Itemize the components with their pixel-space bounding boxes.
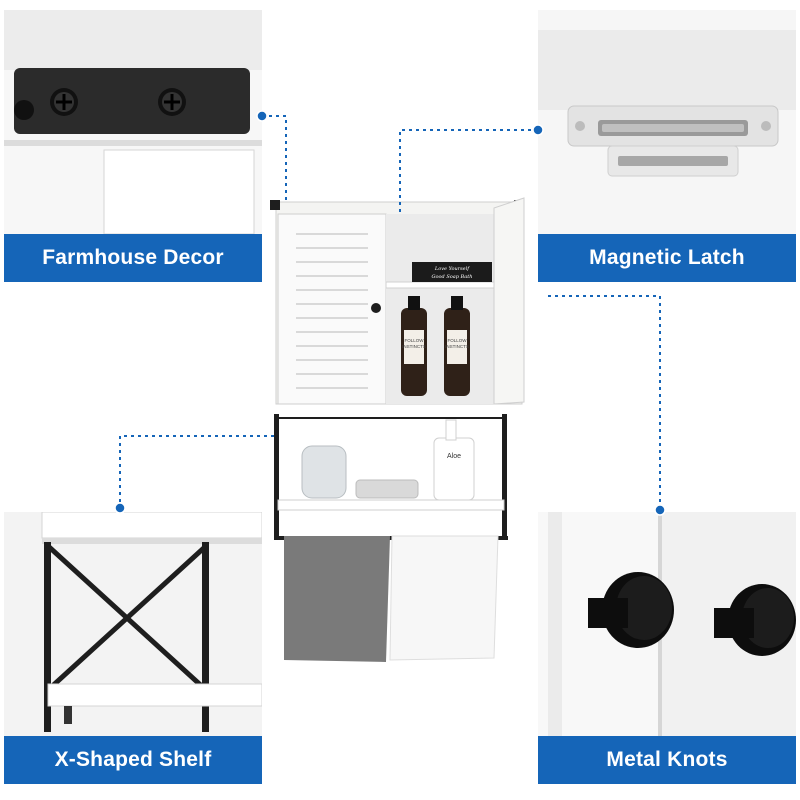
cabinet-illustration: Love Yourself Good Soap Bath FOLLOW INST…	[270, 197, 525, 662]
bottle-left-brand1: FOLLOW	[404, 338, 424, 343]
feature-label-metal-knots: Metal Knots	[538, 736, 796, 784]
lotion-brand: Aloe	[447, 453, 461, 460]
x-shaped-shelf-photo	[4, 512, 262, 736]
feature-label-farmhouse-decor: Farmhouse Decor	[4, 234, 262, 282]
bottle-left-brand2: INSTINCTS	[402, 344, 426, 349]
farmhouse-decor-panel: Farmhouse Decor	[4, 10, 262, 282]
book-title-line2: Good Soap Bath	[432, 274, 473, 280]
soap-bottle-right: FOLLOW INSTINCTS	[444, 296, 470, 396]
metal-knobs-panel: Metal Knots	[538, 512, 796, 784]
farmhouse-decor-photo	[4, 10, 262, 234]
knob-right	[714, 584, 796, 656]
bottle-right-brand2: INSTINCTS	[445, 344, 469, 349]
metal-knobs-photo	[538, 512, 796, 736]
left-door-knob	[371, 303, 381, 313]
x-shaped-shelf-panel: X-Shaped Shelf	[4, 512, 262, 784]
knob-left	[588, 572, 674, 648]
bottle-right-brand1: FOLLOW	[447, 338, 467, 343]
cabinet-product-image: Love Yourself Good Soap Bath FOLLOW INST…	[262, 190, 538, 670]
magnetic-latch-panel: Magnetic Latch	[538, 10, 796, 282]
grey-towel	[284, 536, 390, 662]
feature-label-magnetic-latch: Magnetic Latch	[538, 234, 796, 282]
soap-bottle-left: FOLLOW INSTINCTS	[401, 296, 427, 396]
book-title-line1: Love Yourself	[434, 266, 470, 272]
lotion-bottle: Aloe	[433, 419, 475, 501]
feature-label-x-shaped-shelf: X-Shaped Shelf	[4, 736, 262, 784]
white-towel	[389, 535, 499, 661]
magnetic-latch-photo	[538, 10, 796, 234]
